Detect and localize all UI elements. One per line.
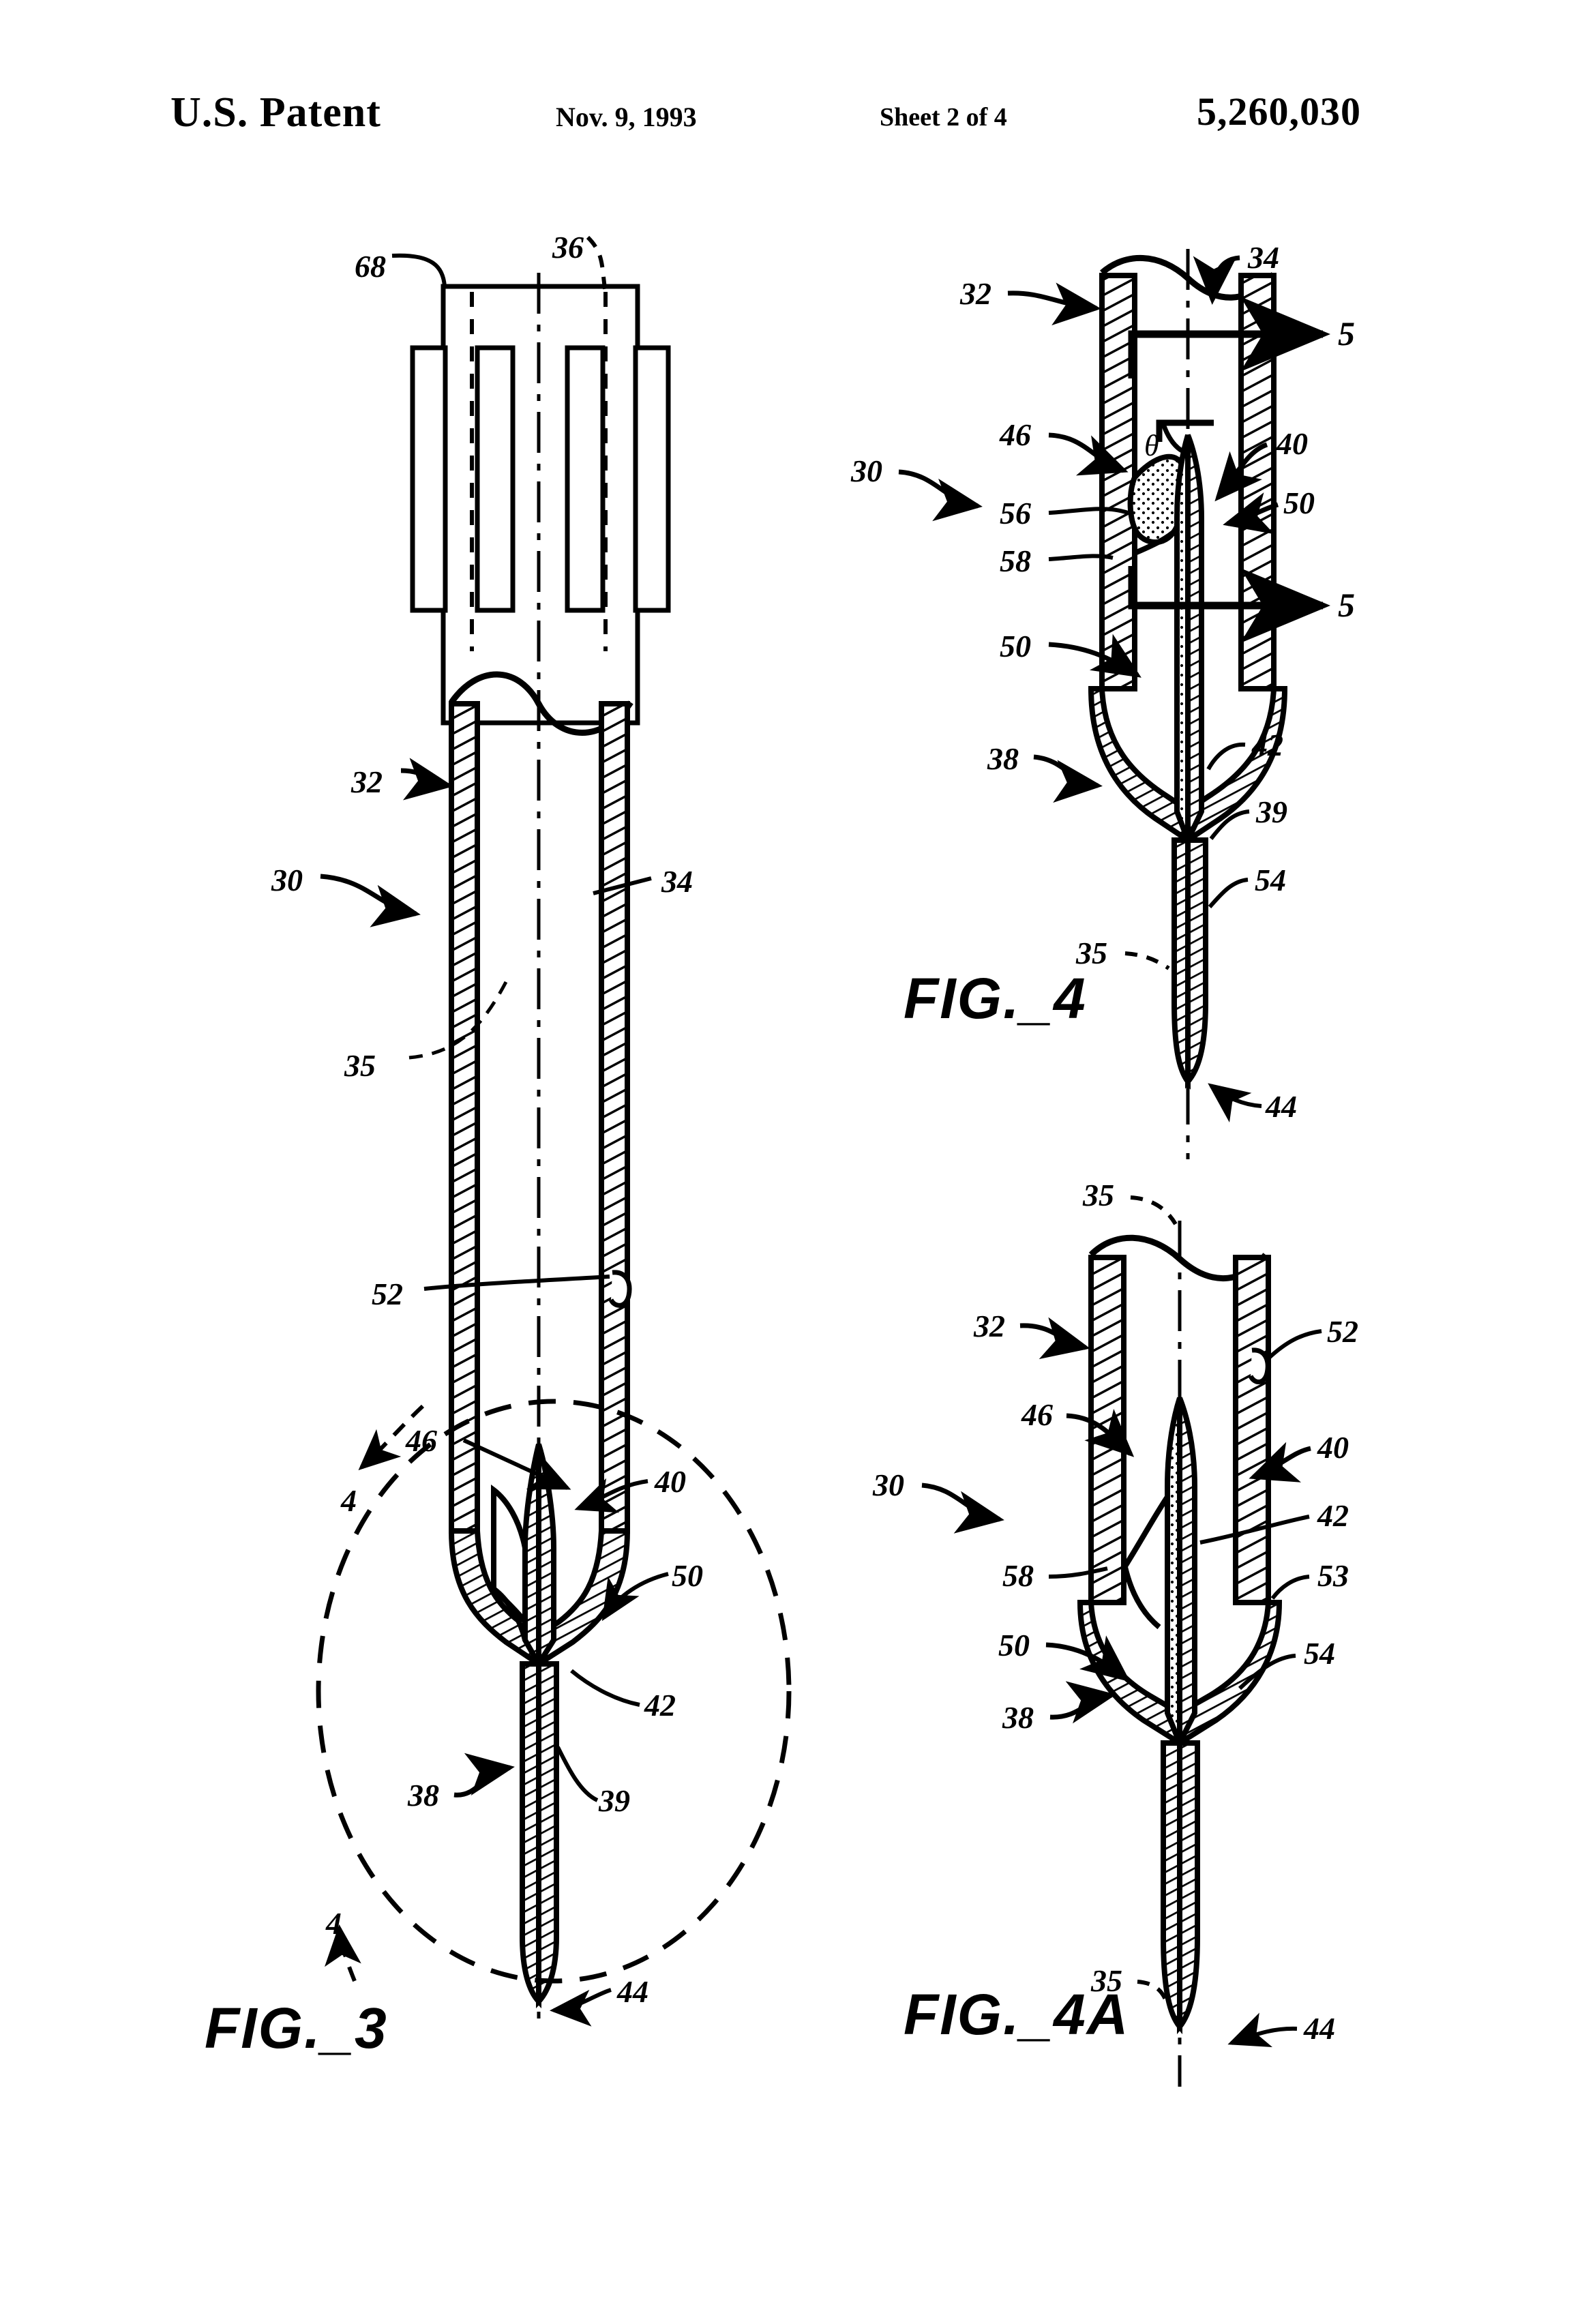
- ref-58-fig4: 58: [1000, 543, 1031, 578]
- fig3-detail-circle: [316, 1399, 792, 1984]
- ref-39-fig3: 39: [599, 1783, 630, 1818]
- sheet-number: Sheet 2 of 4: [880, 103, 1007, 132]
- ref-53-fig4a: 53: [1317, 1558, 1349, 1593]
- ref-44-fig4a: 44: [1304, 2011, 1335, 2046]
- fig4-bevel-left: [1088, 686, 1191, 846]
- ref-50-fig4: 50: [1283, 486, 1315, 520]
- ref-30-fig4: 30: [851, 453, 882, 488]
- fig4-wall-left: [1099, 273, 1137, 691]
- figure-3-caption: FIG._3: [205, 1996, 388, 2060]
- ref-40-fig3: 40: [655, 1464, 686, 1499]
- fig4-bevel-right: [1185, 686, 1288, 846]
- ref-42-fig4: 42: [1252, 728, 1283, 762]
- ref-30-fig3: 30: [271, 863, 303, 897]
- ref-40-fig4a: 40: [1317, 1430, 1349, 1465]
- ref-40-fig4: 40: [1277, 426, 1308, 461]
- ref-35-fig4: 35: [1076, 936, 1107, 970]
- ref-32-fig4a: 32: [974, 1309, 1005, 1343]
- fig3-distal-shaft: [520, 1661, 559, 2009]
- fig4a-bevel-right: [1177, 1600, 1283, 1748]
- fig4-shaft-right: [1185, 837, 1208, 1089]
- ref-38-fig4: 38: [987, 741, 1019, 776]
- fig4-stylet-right: [1185, 434, 1204, 841]
- ref-58-fig4a: 58: [1002, 1558, 1034, 1593]
- figure-4-drawing: [898, 249, 1330, 1159]
- ref-52-fig4a: 52: [1327, 1314, 1358, 1349]
- figure-4a-caption: FIG._4A: [904, 1982, 1130, 2046]
- ref-4-fig3-upper: 4: [341, 1483, 357, 1518]
- ref-46-fig4: 46: [1000, 417, 1031, 452]
- patent-number: 5,260,030: [1197, 89, 1361, 134]
- section-line-5-lower-label: 5: [1338, 586, 1355, 624]
- fig4a-shaft-right: [1177, 1740, 1200, 2035]
- ref-54-fig4a: 54: [1304, 1636, 1335, 1671]
- ref-54-fig4: 54: [1255, 863, 1286, 897]
- patent-date: Nov. 9, 1993: [556, 102, 697, 132]
- ref-35-fig3: 35: [344, 1048, 376, 1083]
- ref-44-fig3: 44: [617, 1974, 648, 2009]
- ref-39-fig4: 39: [1256, 794, 1287, 829]
- fig4-section-line-5-lower: [1128, 566, 1330, 643]
- ref-32-fig4: 32: [960, 276, 991, 311]
- fig4-section-line-5-upper: [1128, 297, 1330, 378]
- ref-50-fig4-lower: 50: [1000, 629, 1031, 664]
- fig4a-stylet-right: [1177, 1397, 1197, 1744]
- patent-office-title: U.S. Patent: [170, 89, 381, 136]
- ref-44-fig4: 44: [1266, 1089, 1297, 1124]
- ref-50-fig4a: 50: [998, 1628, 1030, 1663]
- ref-46-fig3: 46: [406, 1423, 437, 1458]
- ref-36-fig3: 36: [552, 230, 584, 265]
- ref-38-fig3: 38: [408, 1778, 439, 1813]
- figure-3-drawing: [316, 235, 792, 2027]
- fig4a-wall-right: [1233, 1255, 1271, 1605]
- ref-68-fig3: 68: [355, 249, 386, 284]
- ref-42-fig3: 42: [644, 1688, 676, 1723]
- ref-42-fig4a: 42: [1317, 1498, 1349, 1533]
- figure-4a-drawing: [921, 1195, 1322, 2087]
- ref-35-fig4a-bottom: 35: [1091, 1963, 1122, 1998]
- ref-50-fig3: 50: [672, 1558, 703, 1593]
- angle-theta-symbol: θ: [1144, 429, 1159, 462]
- ref-30-fig4a: 30: [873, 1468, 904, 1502]
- fig4a-side-notch: [1248, 1347, 1270, 1384]
- ref-32-fig3: 32: [351, 764, 383, 799]
- figure-4-caption: FIG._4: [904, 966, 1087, 1030]
- ref-52-fig3: 52: [372, 1277, 403, 1311]
- ref-4-fig3-lower: 4: [326, 1906, 342, 1941]
- ref-35-fig4a-top: 35: [1083, 1178, 1114, 1212]
- ref-34-fig3: 34: [661, 864, 693, 899]
- section-line-5-upper-label: 5: [1338, 314, 1355, 353]
- ref-46-fig4a: 46: [1021, 1397, 1053, 1432]
- ref-56-fig4: 56: [1000, 496, 1031, 531]
- ref-38-fig4a: 38: [1002, 1700, 1034, 1735]
- fig3-side-notch: [608, 1270, 632, 1308]
- fig3-cannula-bevel: [448, 1528, 631, 1705]
- ref-34-fig4: 34: [1248, 240, 1279, 275]
